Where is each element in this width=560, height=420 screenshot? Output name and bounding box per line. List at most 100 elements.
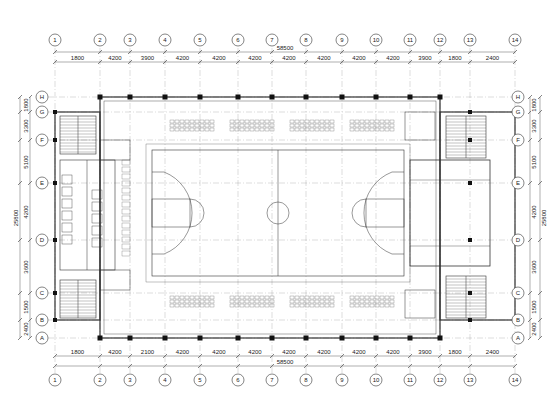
seat	[375, 120, 379, 123]
axis-line	[48, 293, 522, 294]
seat	[290, 120, 294, 123]
dimension-tick	[528, 181, 532, 185]
stair-tread	[446, 131, 486, 132]
dimension-text: 25800	[541, 209, 547, 228]
axis-number: 5	[198, 37, 201, 43]
seat	[195, 300, 199, 303]
seat	[300, 296, 304, 299]
seat	[210, 128, 214, 131]
seat	[385, 124, 389, 127]
stair-tread	[446, 134, 486, 135]
axis-number: 6	[236, 377, 239, 383]
dimension-text: 4200	[351, 349, 366, 355]
axis-letter: D	[40, 237, 44, 243]
seat	[122, 202, 130, 207]
stair-outline	[446, 116, 486, 158]
dimension-tick	[236, 364, 240, 368]
seat	[122, 195, 130, 200]
seat	[350, 304, 354, 307]
dimension-text: 4200	[385, 349, 400, 355]
axis-number: 3	[128, 37, 131, 43]
toilet-cubicle	[62, 235, 72, 244]
seat	[250, 124, 254, 127]
stair-tread	[446, 146, 486, 147]
seat	[185, 128, 189, 131]
axis-number: 13	[467, 37, 474, 43]
axis-letter: H	[40, 94, 44, 100]
dimension-text: 1500	[23, 299, 29, 314]
seat	[360, 296, 364, 299]
dimension-line	[20, 97, 21, 338]
seat	[365, 128, 369, 131]
seat	[320, 124, 324, 127]
seat	[325, 304, 329, 307]
seat	[260, 124, 264, 127]
inner-wall	[104, 101, 436, 334]
dimension-tick	[538, 181, 542, 185]
seat	[195, 124, 199, 127]
dimension-tick	[28, 238, 32, 242]
seat	[320, 128, 324, 131]
seat	[255, 304, 259, 307]
seat	[265, 304, 269, 307]
seat	[370, 296, 374, 299]
axis-bubble	[509, 374, 521, 386]
seat	[122, 223, 130, 228]
seat	[170, 124, 174, 127]
seat	[375, 128, 379, 131]
seat	[315, 300, 319, 303]
dimension-tick	[163, 364, 167, 368]
dimension-tick	[538, 238, 542, 242]
seat	[180, 300, 184, 303]
stair-tread	[60, 289, 96, 290]
dimension-text: 4200	[23, 204, 29, 219]
seat	[210, 300, 214, 303]
column	[236, 95, 241, 100]
seat	[122, 188, 130, 193]
seat	[175, 124, 179, 127]
seat	[170, 128, 174, 131]
column	[53, 181, 57, 185]
column	[374, 95, 379, 100]
toilet-cubicle	[92, 238, 102, 247]
axis-number: 12	[437, 377, 444, 383]
seat	[180, 128, 184, 131]
dimension-line	[30, 97, 31, 338]
seat	[305, 304, 309, 307]
seat	[380, 296, 384, 299]
axis-bubble	[36, 177, 48, 189]
column	[53, 318, 57, 322]
three-point-line	[152, 172, 192, 254]
seat	[390, 300, 394, 303]
dimension-tick	[468, 60, 472, 64]
seat	[365, 120, 369, 123]
seat	[360, 300, 364, 303]
seat	[122, 209, 130, 214]
axis-letter: B	[516, 317, 520, 323]
stair-tread	[446, 315, 486, 316]
stair-tread	[446, 137, 486, 138]
dimension-text: 4200	[316, 349, 331, 355]
axis-bubble	[512, 91, 524, 103]
column	[128, 336, 133, 341]
dimension-tick	[98, 60, 102, 64]
axis-bubble	[300, 34, 312, 46]
seat	[325, 124, 329, 127]
seat	[290, 296, 294, 299]
column	[98, 95, 103, 100]
column	[53, 110, 57, 114]
column	[340, 336, 345, 341]
stair-outline	[60, 116, 96, 154]
dimension-tick	[513, 60, 517, 64]
seat	[305, 300, 309, 303]
seat	[380, 124, 384, 127]
entrance-lobby	[410, 160, 490, 266]
dimension-text: 2400	[485, 349, 500, 355]
seat	[190, 120, 194, 123]
small-room	[405, 290, 435, 318]
dimension-tick	[374, 60, 378, 64]
column	[468, 238, 472, 242]
axis-number: 9	[340, 377, 343, 383]
small-room	[100, 140, 130, 160]
